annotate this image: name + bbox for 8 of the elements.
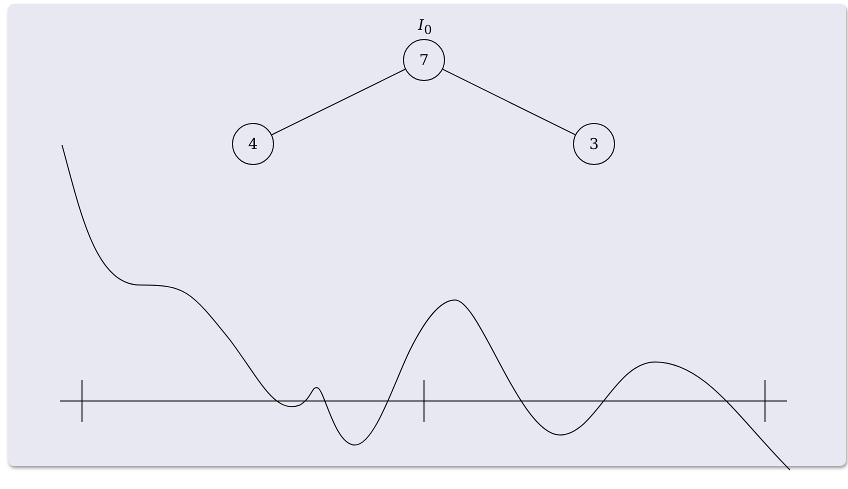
node-label: I$_{0}$ — [416, 16, 433, 37]
tree-node-circle — [232, 123, 274, 165]
node-value: 7 — [419, 51, 429, 69]
node-value: 4 — [248, 135, 258, 153]
tree-node-circle — [573, 123, 615, 165]
tree-edge — [271, 68, 406, 136]
node-value: 3 — [589, 135, 599, 153]
tree-edge — [442, 68, 576, 136]
